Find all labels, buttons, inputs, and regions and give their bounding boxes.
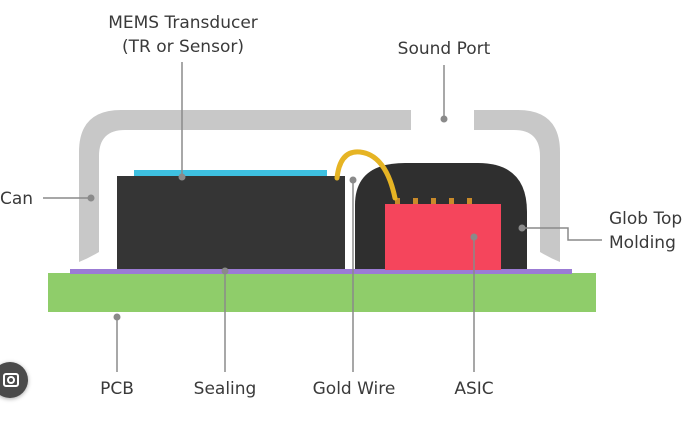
label-gold-wire: Gold Wire bbox=[313, 379, 396, 399]
label-can: Can bbox=[0, 189, 33, 209]
label-mems-subtitle: (TR or Sensor) bbox=[122, 37, 244, 57]
gold-wire bbox=[334, 149, 398, 201]
label-sound-port: Sound Port bbox=[398, 39, 491, 59]
can-lid-right bbox=[474, 110, 560, 262]
label-asic: ASIC bbox=[454, 379, 493, 399]
leaders bbox=[43, 62, 602, 372]
mems-transducer-body bbox=[117, 176, 345, 269]
label-pcb: PCB bbox=[100, 379, 134, 399]
label-glob-top: Glob Top bbox=[609, 209, 682, 229]
mems-top-membrane bbox=[134, 170, 327, 177]
sealing-layer bbox=[70, 269, 572, 274]
can-lid-left bbox=[79, 110, 411, 262]
lens-search-icon[interactable] bbox=[0, 362, 28, 398]
label-mems-transducer: MEMS Transducer bbox=[108, 13, 258, 33]
asic-pins bbox=[395, 198, 472, 205]
label-sealing: Sealing bbox=[194, 379, 257, 399]
pcb-board bbox=[48, 273, 596, 312]
asic-chip bbox=[385, 204, 501, 270]
label-molding: Molding bbox=[609, 233, 676, 253]
